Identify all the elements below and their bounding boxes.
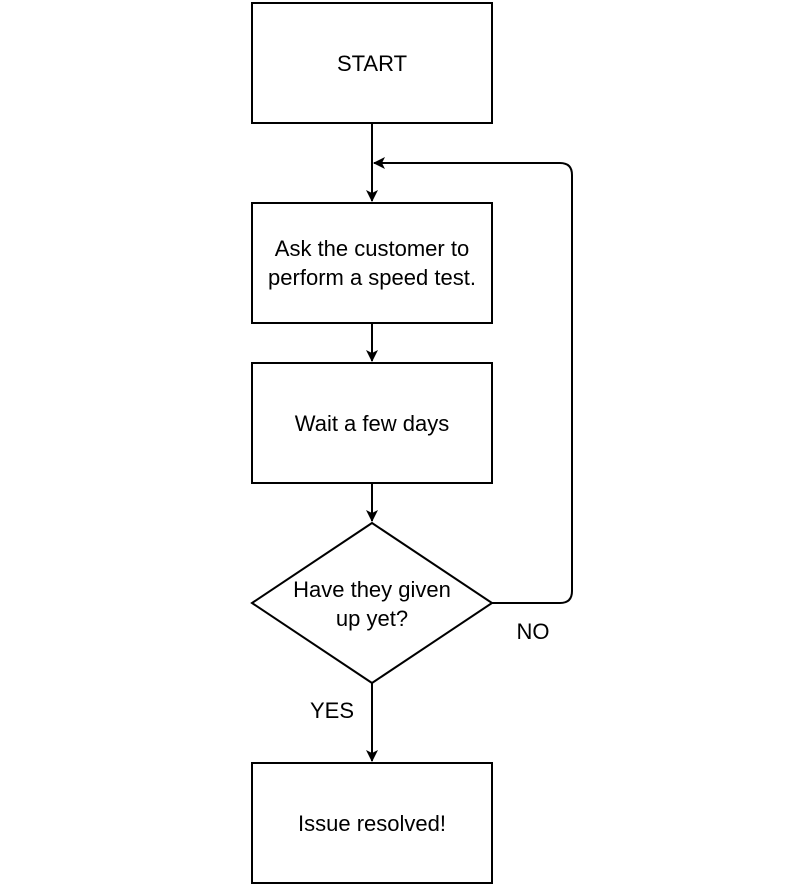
resolved-label: Issue resolved! — [298, 810, 446, 836]
start-box — [251, 2, 493, 124]
speed-test-box — [251, 202, 493, 324]
start-label: START — [336, 50, 408, 76]
yes-edge-label: YES — [309, 697, 355, 723]
wait-label: Wait a few days — [294, 410, 450, 436]
wait-box — [251, 362, 493, 484]
no-edge-label: NO — [516, 618, 550, 644]
edge-decision-no-loop — [373, 157, 573, 604]
decision-label: Have they given up yet? — [293, 577, 451, 631]
speed-test-label: Ask the customer to perform a speed test… — [268, 236, 476, 290]
resolved-box — [251, 762, 493, 884]
